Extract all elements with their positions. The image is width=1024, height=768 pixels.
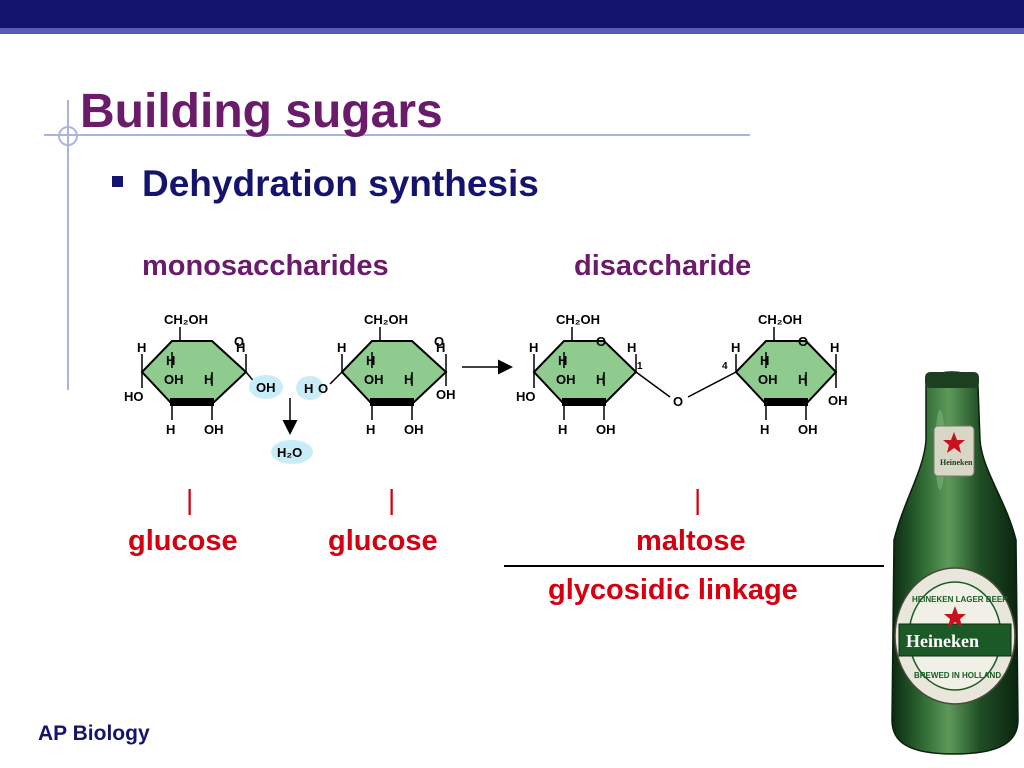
top-bar-accent — [0, 28, 1024, 34]
water-highlight — [271, 440, 313, 464]
h-label: H — [529, 340, 538, 355]
ring-hexagon — [140, 340, 248, 405]
h-label: H — [236, 340, 245, 355]
oh-label: OH — [798, 422, 818, 437]
header-monosaccharides: monosaccharides — [142, 250, 389, 282]
h-label: H — [558, 422, 567, 437]
ho-label: HO — [516, 389, 536, 404]
leaving-h-label: H — [304, 381, 313, 396]
leaving-h-highlight — [296, 376, 324, 400]
h-label: H — [366, 422, 375, 437]
h-label: H — [404, 372, 413, 387]
ho-label: HO — [124, 389, 144, 404]
h-label: H — [166, 353, 175, 368]
ring-hexagon — [340, 340, 448, 405]
bullet-square-icon — [112, 176, 123, 187]
glycosidic-bond-left — [635, 371, 671, 398]
tick-mark-glucose-1: | — [186, 484, 194, 515]
label-glucose-1: glucose — [128, 525, 238, 557]
ch2oh-label: CH₂OH — [364, 312, 408, 327]
ring-oxygen-label: O — [596, 334, 606, 349]
ch2oh-label: CH₂OH — [556, 312, 600, 327]
h-label: H — [731, 340, 740, 355]
tick-mark-glucose-2: | — [388, 484, 396, 515]
slide-title: Building sugars — [80, 85, 443, 138]
label-maltose: maltose — [636, 525, 746, 557]
h-label: H — [366, 353, 375, 368]
oh-label: OH — [556, 372, 576, 387]
h-label: H — [596, 372, 605, 387]
oh-label: OH — [404, 422, 424, 437]
ch2oh-label: CH₂OH — [758, 312, 802, 327]
leaving-oh-label: OH — [256, 380, 276, 395]
footer-course-name: AP Biology — [38, 722, 150, 745]
oh-label: OH — [436, 387, 456, 402]
bottle-neck-label: Heineken — [940, 458, 973, 467]
oh-label: OH — [828, 393, 848, 408]
tick-mark-maltose: | — [694, 484, 702, 515]
ring-hexagon — [734, 340, 838, 405]
beer-bottle-image: Heineken Heineken HEINEKEN LAGER BEER BR… — [891, 371, 1019, 755]
h-label: H — [798, 372, 807, 387]
h-label: H — [760, 353, 769, 368]
oh-label: OH — [364, 372, 384, 387]
bottle-label-bottom: BREWED IN HOLLAND — [914, 671, 1001, 680]
carbon-1-label: 1 — [637, 361, 643, 372]
oh-label: OH — [758, 372, 778, 387]
oh-label: OH — [204, 422, 224, 437]
header-disaccharide: disaccharide — [574, 250, 752, 282]
bottle-label-top: HEINEKEN LAGER BEER — [912, 595, 1008, 604]
h-label: H — [760, 422, 769, 437]
ring-oxygen-label: O — [234, 334, 244, 349]
glucose-ring-2: CH₂OH O H H H OH H OH H OH — [329, 312, 456, 437]
top-bar — [0, 0, 1024, 28]
ch2oh-label: CH₂OH — [164, 312, 208, 327]
label-glucose-2: glucose — [328, 525, 438, 557]
h-label: H — [204, 372, 213, 387]
glycosidic-bond-right — [687, 371, 737, 398]
water-label: H₂O — [277, 445, 302, 460]
ring-oxygen-label: O — [434, 334, 444, 349]
carbon-4-label: 4 — [722, 361, 728, 372]
guide-line-vertical — [67, 100, 69, 390]
bullet-text: Dehydration synthesis — [142, 163, 539, 204]
bottle-brand-label: Heineken — [906, 631, 979, 651]
h-label: H — [627, 340, 636, 355]
guide-circle — [58, 126, 78, 146]
bridge-oxygen-label: O — [673, 394, 683, 409]
guide-line-horizontal — [44, 134, 750, 136]
leaving-o-label: O — [318, 381, 328, 396]
h-label: H — [436, 340, 445, 355]
label-glycosidic-linkage: glycosidic linkage — [548, 574, 798, 606]
oh-label: OH — [596, 422, 616, 437]
oh-label: OH — [164, 372, 184, 387]
h-label: H — [830, 340, 839, 355]
h-label: H — [558, 353, 567, 368]
maltose-ring-b: CH₂OH O H H H OH H OH H OH 4 — [722, 312, 848, 437]
maltose-ring-a: CH₂OH O H H H OH H HO H OH 1 — [516, 312, 643, 437]
divider-line — [504, 565, 884, 567]
h-label: H — [337, 340, 346, 355]
h-label: H — [137, 340, 146, 355]
h-label: H — [166, 422, 175, 437]
ring-oxygen-label: O — [798, 334, 808, 349]
glucose-ring-1: CH₂OH O H H H OH H HO H OH — [124, 312, 257, 437]
leaving-oh-highlight — [249, 375, 283, 399]
ring-hexagon — [532, 340, 638, 405]
